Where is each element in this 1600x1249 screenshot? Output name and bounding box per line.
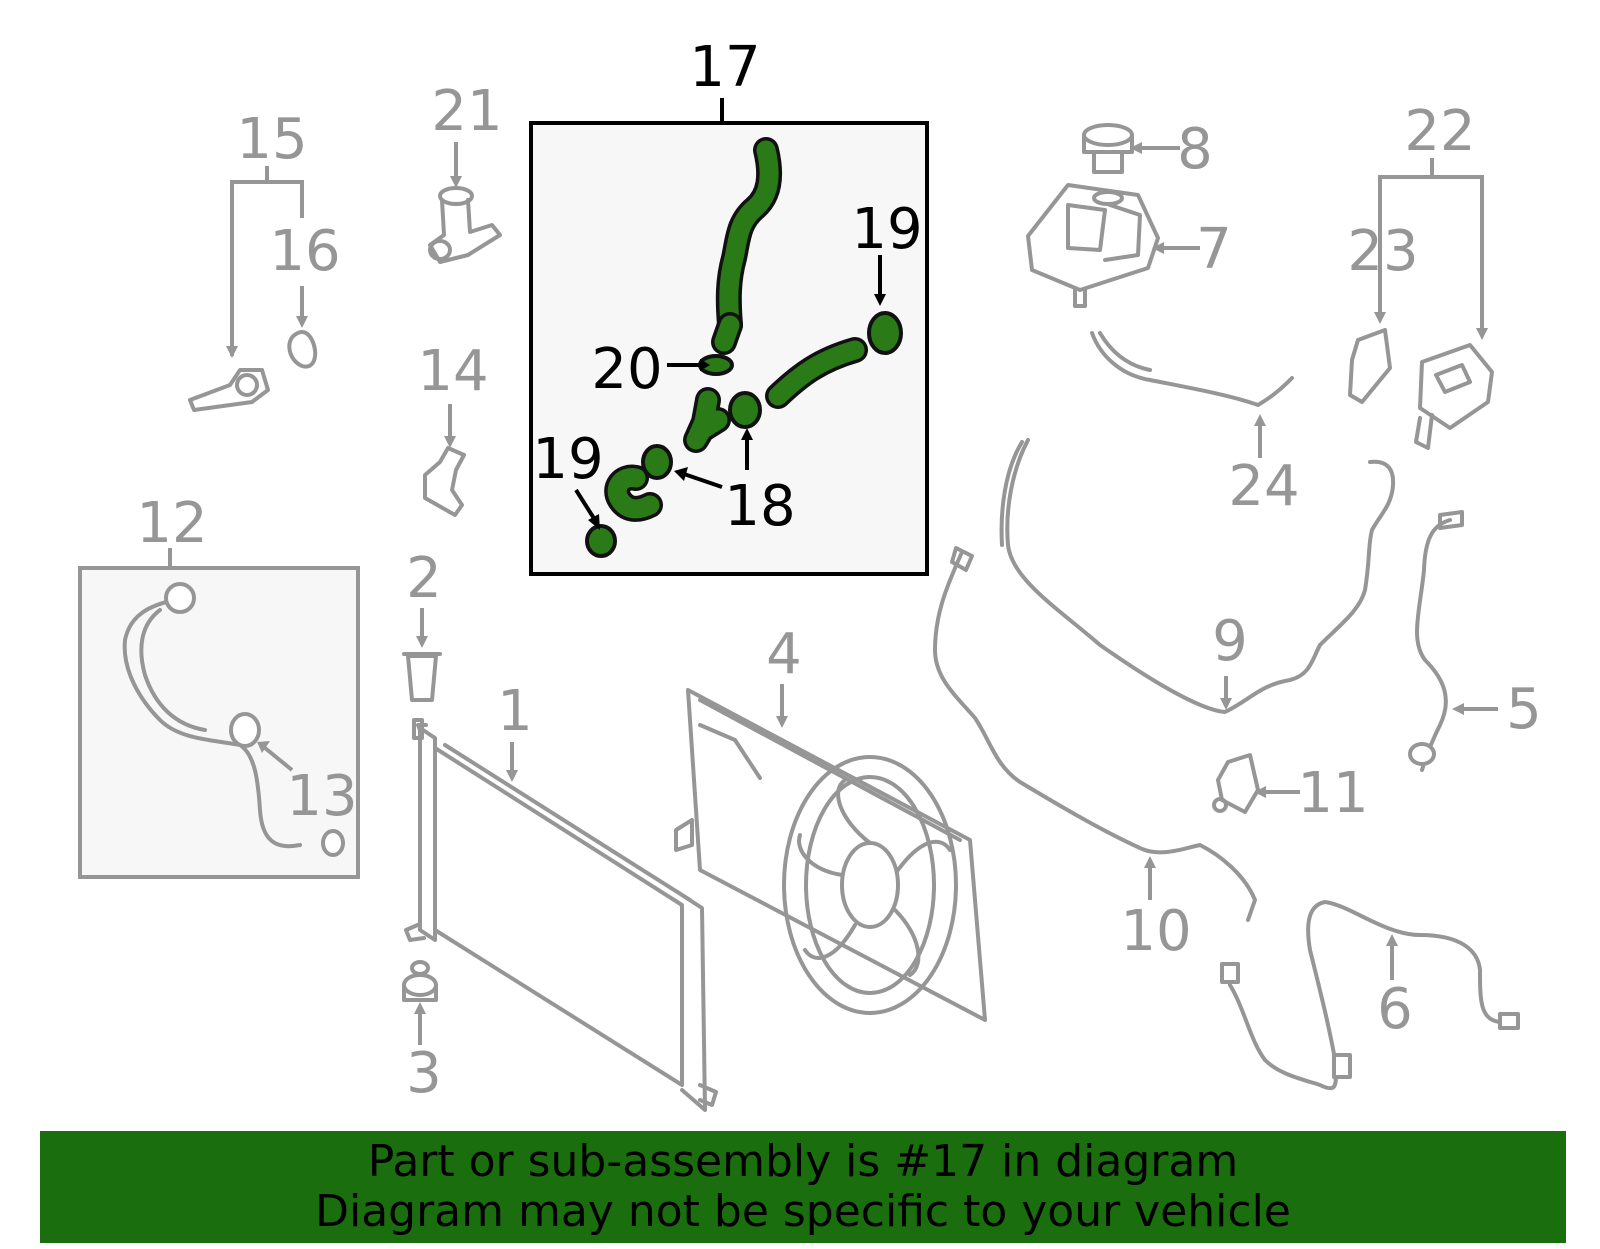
thermostat-15-part[interactable]: [188, 368, 270, 412]
clamp-19-lower-part[interactable]: [585, 524, 617, 558]
mount-3-part[interactable]: [402, 960, 438, 1002]
sensor-11-part[interactable]: [1216, 753, 1260, 814]
lower-hose-part[interactable]: [604, 387, 731, 522]
assembly-12-box: [78, 566, 360, 879]
callout-10[interactable]: 10: [1120, 899, 1191, 964]
pipe-9-part[interactable]: [1005, 438, 1396, 714]
callout-19-right[interactable]: 19: [851, 197, 922, 262]
callout-18[interactable]: 18: [724, 474, 795, 539]
info-banner: Part or sub-assembly is #17 in diagram D…: [40, 1131, 1566, 1243]
callout-8[interactable]: 8: [1177, 117, 1213, 182]
callout-2[interactable]: 2: [406, 546, 442, 611]
right-hose-part[interactable]: [765, 311, 903, 409]
callout-3[interactable]: 3: [406, 1041, 442, 1106]
callout-13[interactable]: 13: [286, 764, 357, 829]
fan-shroud-4-part[interactable]: [674, 688, 987, 1022]
cap-8-part[interactable]: [1082, 123, 1134, 174]
upper-hose-part[interactable]: [711, 137, 783, 355]
callout-1[interactable]: 1: [497, 679, 533, 744]
callout-5[interactable]: 5: [1506, 677, 1542, 742]
reservoir-7-part[interactable]: [1026, 183, 1160, 308]
callout-7[interactable]: 7: [1196, 217, 1232, 282]
gasket-16-part[interactable]: [287, 330, 318, 369]
clamp-18-left-part[interactable]: [641, 444, 673, 480]
callout-14[interactable]: 14: [417, 339, 488, 404]
callout-23[interactable]: 23: [1347, 219, 1418, 284]
bracket-14-part[interactable]: [423, 446, 466, 517]
banner-line-1: Part or sub-assembly is #17 in diagram: [367, 1136, 1239, 1187]
callout-11[interactable]: 11: [1297, 761, 1368, 826]
callout-21[interactable]: 21: [431, 79, 502, 144]
radiator-1-part[interactable]: [404, 718, 718, 1112]
banner-line-2: Diagram may not be specific to your vehi…: [315, 1186, 1291, 1237]
gasket-23-part[interactable]: [1348, 328, 1392, 404]
callout-6[interactable]: 6: [1377, 977, 1413, 1042]
hose-24-part[interactable]: [1090, 331, 1294, 407]
pipe-10-part[interactable]: [933, 550, 1257, 922]
callout-17[interactable]: 17: [689, 35, 760, 100]
clamp-18-right-part[interactable]: [728, 391, 762, 429]
callout-22[interactable]: 22: [1404, 99, 1475, 164]
housing-22-part[interactable]: [1414, 343, 1494, 450]
callout-19-left[interactable]: 19: [532, 427, 603, 492]
insulator-2-part[interactable]: [402, 652, 442, 702]
callout-4[interactable]: 4: [766, 622, 802, 687]
housing-21-part[interactable]: [428, 186, 502, 264]
callout-20[interactable]: 20: [591, 337, 662, 402]
callout-9[interactable]: 9: [1212, 609, 1248, 674]
callout-16[interactable]: 16: [269, 219, 340, 284]
hose-12-part[interactable]: [122, 582, 345, 857]
callout-24[interactable]: 24: [1228, 454, 1299, 519]
harness-6-part[interactable]: [1228, 900, 1502, 1091]
hose-5-part[interactable]: [1415, 518, 1452, 772]
callout-12[interactable]: 12: [136, 491, 207, 556]
callout-15[interactable]: 15: [236, 107, 307, 172]
